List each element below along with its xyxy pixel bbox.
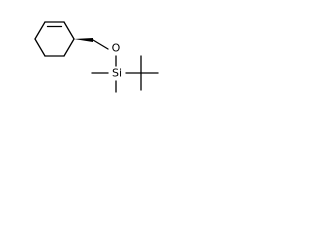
bond-ch2-oxygen — [92, 39, 109, 50]
ring-bond-c3-c4 — [34, 21, 46, 40]
silicon-atom-label: Si — [112, 67, 122, 80]
stereo-wedge-bond — [74, 38, 93, 42]
ring-bond-c4-c5 — [34, 38, 46, 57]
molecule-structure-diagram: O Si — [34, 21, 159, 93]
tert-butyl-group — [140, 55, 159, 91]
cyclohexene-ring — [34, 21, 75, 57]
oxygen-atom-label: O — [112, 42, 121, 55]
ring-bond-c6-c1 — [63, 38, 75, 57]
ring-bond-c1-c2 — [63, 21, 75, 40]
